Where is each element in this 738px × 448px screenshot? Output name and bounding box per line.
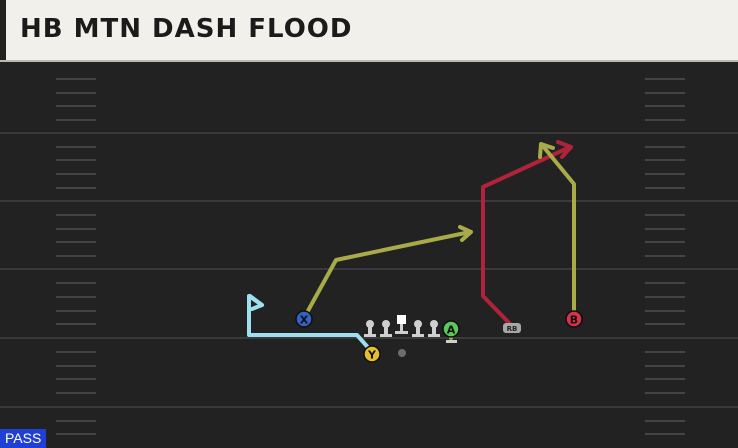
play-title-bar: HB MTN DASH FLOOD [0,0,738,62]
lineman-icon [380,320,392,337]
player-x[interactable]: X [295,310,313,328]
player-y[interactable]: Y [363,345,381,363]
x-route [302,230,472,320]
play-title: HB MTN DASH FLOOD [20,14,353,44]
player-x-icon[interactable] [295,310,313,328]
player-rb[interactable]: RB [503,323,521,333]
player-y-label: Y [367,349,377,362]
lineman-icon [364,320,376,337]
play-type-badge: PASS [0,429,47,448]
b-route-arrow-icon [538,142,555,159]
rb-route [481,145,572,328]
player-y-icon[interactable] [363,345,381,363]
center-icon [395,315,408,334]
player-rb-label: RB [507,325,518,333]
lineman-icon [428,320,440,337]
rb-route-arrow-icon [556,140,573,159]
qb-icon [398,349,406,357]
player-b-icon[interactable] [565,310,583,328]
title-accent-bar [0,0,6,60]
player-b-label: B [570,314,578,327]
offensive-line [364,315,457,343]
player-a[interactable]: A [442,320,460,338]
player-x-label: X [300,314,309,327]
player-rb-icon[interactable] [503,323,521,333]
player-a-label: A [447,324,456,337]
yard-lines [0,132,738,408]
b-route [540,143,576,320]
y-route-arrow-icon [248,294,264,311]
a-stance-icon [446,340,457,343]
x-route-arrow-icon [458,225,473,242]
player-a-icon[interactable] [442,320,460,338]
player-b[interactable]: B [565,310,583,328]
hash-marks-left [56,78,96,435]
lineman-icon [412,320,424,337]
hash-marks-right [645,78,685,435]
